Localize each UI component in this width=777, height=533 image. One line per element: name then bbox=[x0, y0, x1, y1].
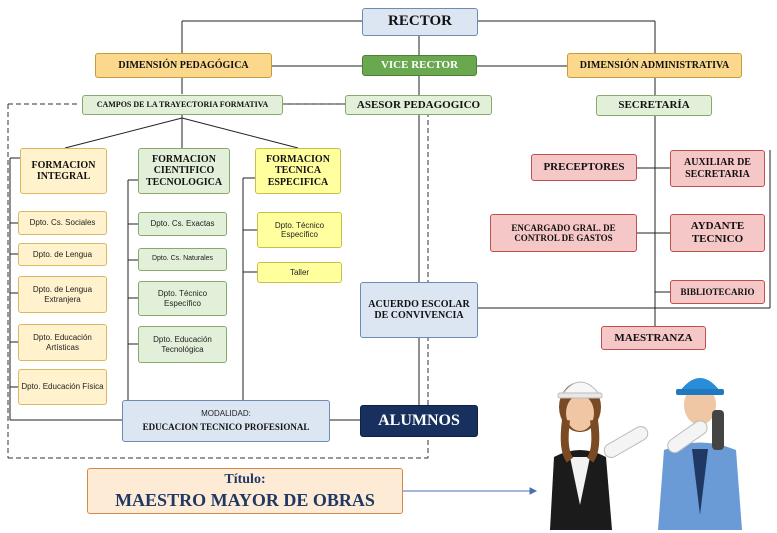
titulo-box: Título: MAESTRO MAYOR DE OBRAS bbox=[87, 468, 403, 514]
integral-item: Dpto. Cs. Sociales bbox=[18, 211, 107, 235]
alumnos-box: ALUMNOS bbox=[360, 405, 478, 437]
tecnica-item: Dpto. Técnico Específico bbox=[257, 212, 342, 248]
auxiliar-secretaria-box: AUXILIAR DE SECRETARIA bbox=[670, 150, 765, 187]
integral-item: Dpto. de Lengua Extranjera bbox=[18, 276, 107, 313]
rector-box: RECTOR bbox=[362, 8, 478, 36]
encargado-gastos-box: ENCARGADO GRAL. DE CONTROL DE GASTOS bbox=[490, 214, 637, 252]
modalidad-value: EDUCACION TECNICO PROFESIONAL bbox=[142, 422, 310, 433]
maestranza-box: MAESTRANZA bbox=[601, 326, 706, 350]
cientifico-item: Dpto. Cs. Naturales bbox=[138, 248, 227, 271]
dimension-administrativa-box: DIMENSIÓN ADMINISTRATIVA bbox=[567, 53, 742, 78]
aydante-tecnico-box: AYDANTE TECNICO bbox=[670, 214, 765, 252]
cientifico-item: Dpto. Educación Tecnológica bbox=[138, 326, 227, 363]
secretaria-box: SECRETARÍA bbox=[596, 95, 712, 116]
engineers-illustration bbox=[550, 378, 742, 530]
cientifico-item: Dpto. Cs. Exactas bbox=[138, 212, 227, 236]
cientifico-item: Dpto. Técnico Específico bbox=[138, 281, 227, 316]
integral-item: Dpto. de Lengua bbox=[18, 243, 107, 266]
campos-trayectoria-box: CAMPOS DE LA TRAYECTORIA FORMATIVA bbox=[82, 95, 283, 115]
preceptores-box: PRECEPTORES bbox=[531, 154, 637, 181]
integral-item: Dpto. Educación Artísticas bbox=[18, 324, 107, 361]
modalidad-label: MODALIDAD: bbox=[201, 409, 251, 419]
titulo-label: Título: bbox=[224, 471, 266, 487]
formacion-tecnica-box: FORMACION TECNICA ESPECIFICA bbox=[255, 148, 341, 194]
vice-rector-box: VICE RECTOR bbox=[362, 55, 477, 76]
man-engineer-icon bbox=[658, 378, 742, 530]
asesor-pedagogico-box: ASESOR PEDAGOGICO bbox=[345, 95, 492, 115]
formacion-integral-box: FORMACION INTEGRAL bbox=[20, 148, 107, 194]
dimension-pedagogica-box: DIMENSIÓN PEDAGÓGICA bbox=[95, 53, 272, 78]
acuerdo-convivencia-box: ACUERDO ESCOLAR DE CONVIVENCIA bbox=[360, 282, 478, 338]
formacion-cientifico-box: FORMACION CIENTIFICO TECNOLOGICA bbox=[138, 148, 230, 194]
woman-engineer-icon bbox=[550, 381, 649, 530]
integral-item: Dpto. Educación Física bbox=[18, 369, 107, 405]
titulo-value: MAESTRO MAYOR DE OBRAS bbox=[115, 489, 375, 510]
tecnica-item: Taller bbox=[257, 262, 342, 283]
bibliotecario-box: BIBLIOTECARIO bbox=[670, 280, 765, 304]
modalidad-box: MODALIDAD: EDUCACION TECNICO PROFESIONAL bbox=[122, 400, 330, 442]
